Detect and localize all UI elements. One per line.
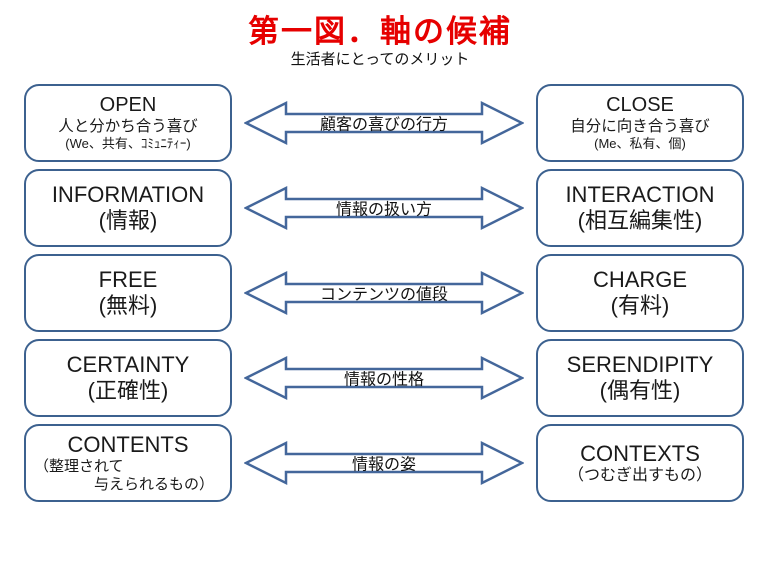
box-title: OPEN (99, 94, 157, 117)
arrow-label: 情報の姿 (351, 456, 416, 474)
double-arrow-icon (244, 270, 524, 316)
double-arrow: 情報の扱い方 (244, 183, 524, 233)
rows: OPEN 人と分かち合う喜び(We、共有、ｺﾐｭﾆﾃｨｰ) 顧客の喜びの行方 C… (24, 84, 744, 509)
box-subline: （整理されて (34, 458, 124, 476)
left-box: INFORMATION (情報) (24, 169, 232, 247)
box-title: CONTENTS (67, 432, 189, 458)
axis-row: CERTAINTY (正確性) 情報の性格 SERENDIPITY (偶有性) (24, 339, 744, 417)
box-title: INTERACTION (565, 182, 715, 208)
box-subs: (正確性) (28, 378, 228, 404)
arrow-label: 顧客の喜びの行方 (319, 116, 448, 134)
axis-row: OPEN 人と分かち合う喜び(We、共有、ｺﾐｭﾆﾃｨｰ) 顧客の喜びの行方 C… (24, 84, 744, 162)
box-subs: （整理されて与えられるもの） (28, 458, 228, 493)
double-arrow-icon (244, 440, 524, 486)
arrow-cell: 情報の性格 (232, 339, 536, 417)
box-subs: (無料) (28, 293, 228, 319)
box-title: CHARGE (592, 267, 688, 293)
page-subtitle: 生活者にとってのメリット (290, 51, 470, 68)
box-subline: (We、共有、ｺﾐｭﾆﾃｨｰ) (65, 136, 191, 152)
box-subline: （つむぎ出すもの） (567, 466, 712, 484)
box-subline: (偶有性) (599, 378, 681, 403)
box-subline: 人と分かち合う喜び (58, 117, 198, 135)
box-subs: (有料) (540, 293, 740, 319)
arrow-cell: 情報の扱い方 (232, 169, 536, 247)
box-subline: 自分に向き合う喜び (570, 117, 710, 135)
axis-row: INFORMATION (情報) 情報の扱い方 INTERACTION (相互編… (24, 169, 744, 247)
double-arrow: 顧客の喜びの行方 (244, 98, 524, 148)
box-subs: (相互編集性) (540, 208, 740, 234)
box-subline: (Me、私有、個) (594, 136, 686, 152)
arrow-cell: 顧客の喜びの行方 (232, 84, 536, 162)
box-title: SERENDIPITY (566, 352, 714, 378)
axis-row: CONTENTS （整理されて与えられるもの） 情報の姿 CONTEXTS （つ… (24, 424, 744, 502)
box-title: CLOSE (606, 94, 674, 117)
box-subline: (正確性) (87, 378, 169, 403)
left-box: OPEN 人と分かち合う喜び(We、共有、ｺﾐｭﾆﾃｨｰ) (24, 84, 232, 162)
right-box: CLOSE 自分に向き合う喜び(Me、私有、個) (536, 84, 744, 162)
arrow-cell: コンテンツの値段 (232, 254, 536, 332)
arrow-label: 情報の性格 (343, 371, 424, 389)
box-subline: (有料) (610, 293, 670, 318)
left-box: FREE (無料) (24, 254, 232, 332)
box-title: CONTEXTS (580, 440, 700, 466)
right-box: CONTEXTS （つむぎ出すもの） (536, 424, 744, 502)
box-subs: 人と分かち合う喜び(We、共有、ｺﾐｭﾆﾃｨｰ) (28, 118, 228, 152)
box-subs: (偶有性) (540, 378, 740, 404)
box-subs: （つむぎ出すもの） (540, 467, 740, 486)
double-arrow-icon (244, 355, 524, 401)
box-subline: 与えられるもの） (94, 475, 215, 493)
box-subline: (無料) (98, 293, 158, 318)
right-box: SERENDIPITY (偶有性) (536, 339, 744, 417)
box-title: FREE (98, 267, 158, 293)
left-box: CONTENTS （整理されて与えられるもの） (24, 424, 232, 502)
box-subline: (相互編集性) (577, 208, 703, 233)
double-arrow: コンテンツの値段 (244, 268, 524, 318)
double-arrow-icon (244, 100, 524, 146)
double-arrow: 情報の性格 (244, 353, 524, 403)
arrow-cell: 情報の姿 (232, 424, 536, 502)
page-title: 第一図．軸の候補 (248, 14, 512, 49)
right-box: INTERACTION (相互編集性) (536, 169, 744, 247)
axis-row: FREE (無料) コンテンツの値段 CHARGE (有料) (24, 254, 744, 332)
box-subs: (情報) (28, 208, 228, 234)
left-box: CERTAINTY (正確性) (24, 339, 232, 417)
box-title: CERTAINTY (66, 352, 190, 378)
box-subline: (情報) (98, 208, 158, 233)
right-box: CHARGE (有料) (536, 254, 744, 332)
arrow-label: コンテンツの値段 (319, 286, 448, 304)
double-arrow: 情報の姿 (244, 438, 524, 488)
double-arrow-icon (244, 185, 524, 231)
box-title: INFORMATION (51, 182, 205, 208)
arrow-label: 情報の扱い方 (335, 201, 432, 219)
box-subs: 自分に向き合う喜び(Me、私有、個) (540, 118, 740, 152)
